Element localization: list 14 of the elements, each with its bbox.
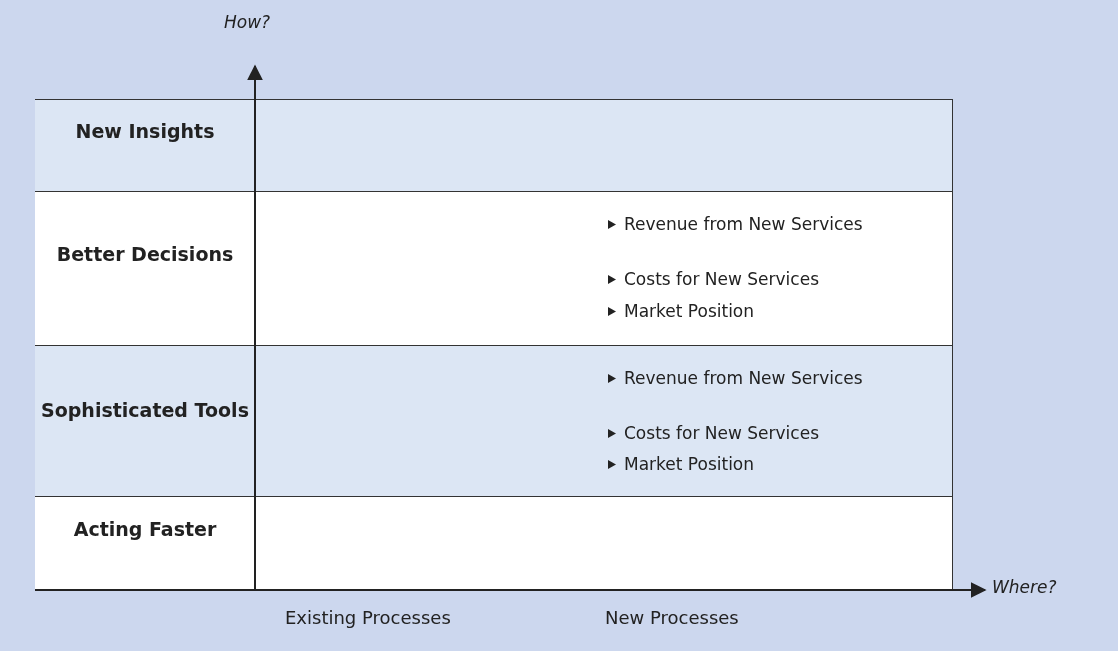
list-item: Costs for New Services [624,422,820,445]
row-heading: Acting Faster [72,517,218,542]
row-heading: New Insights [74,119,216,144]
list-item: Revenue from New Services [624,213,864,236]
axis-label: How? [224,12,271,32]
list-item: Costs for New Services [624,268,820,291]
row-heading: Better Decisions [55,242,235,267]
row-heading: Sophisticated Tools [40,398,250,423]
list-item: Market Position [624,453,756,476]
column-label: New Processes [605,607,739,628]
list-item: Revenue from New Services [624,367,864,390]
list-item: Market Position [624,300,756,323]
column-label: Existing Processes [285,607,451,628]
axis-label: Where? [992,577,1057,597]
